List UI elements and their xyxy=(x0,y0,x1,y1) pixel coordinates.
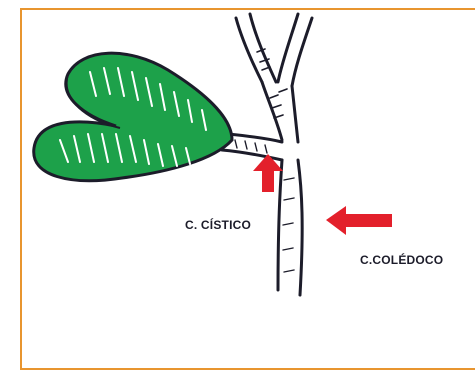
cystic-duct-label: C. CÍSTICO xyxy=(185,218,251,232)
arrow-left-icon xyxy=(326,206,392,235)
duct-system xyxy=(222,14,312,295)
gallbladder xyxy=(34,53,232,180)
common-bile-duct-label: C.COLÉDOCO xyxy=(360,253,443,267)
